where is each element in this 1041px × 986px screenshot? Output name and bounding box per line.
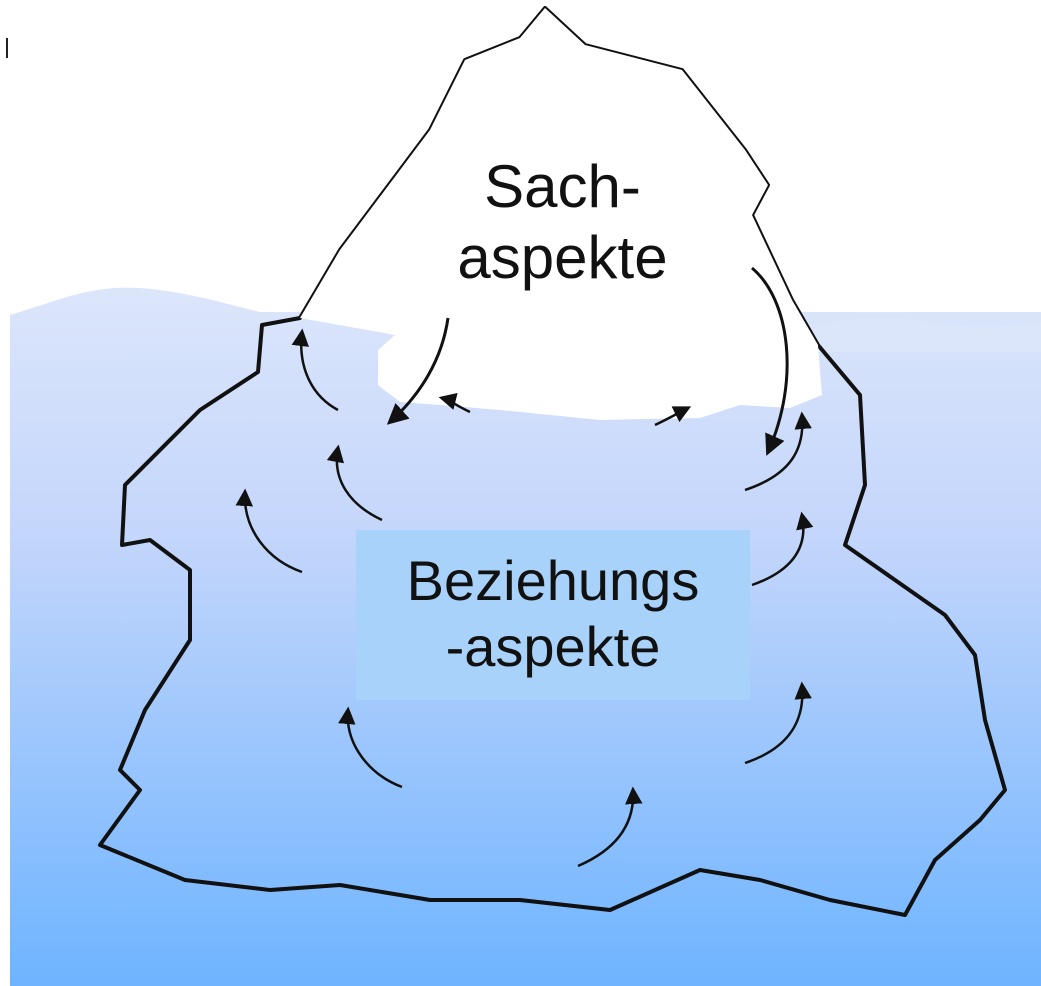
flow-arrow	[744, 681, 812, 765]
flow-arrow	[438, 392, 471, 414]
iceberg-tip	[300, 8, 822, 420]
lower-label-line2: -aspekte	[445, 615, 661, 679]
lower-label-line1: Beziehungs	[406, 549, 700, 612]
flow-arrow	[751, 511, 814, 587]
flow-arrow	[744, 411, 812, 492]
upper-label: Sach- aspekte	[440, 152, 685, 294]
flow-arrow	[235, 488, 303, 574]
flow-arrow	[338, 706, 403, 789]
upper-label-line1: Sach-	[484, 153, 641, 220]
water-surface-right	[780, 318, 1041, 352]
upper-label-line2: aspekte	[457, 223, 668, 291]
flow-arrow	[291, 328, 339, 412]
arrow-down-right	[751, 266, 789, 456]
lower-label: Beziehungs -aspekte	[356, 548, 750, 680]
flow-arrow	[326, 444, 383, 522]
flow-arrow	[577, 786, 643, 868]
lower-label-box	[356, 530, 750, 700]
iceberg-outline	[98, 6, 1007, 917]
edge-tick	[6, 38, 8, 58]
flow-arrows	[235, 328, 814, 868]
arrow-down-left	[386, 317, 450, 425]
flow-arrow	[654, 406, 692, 427]
